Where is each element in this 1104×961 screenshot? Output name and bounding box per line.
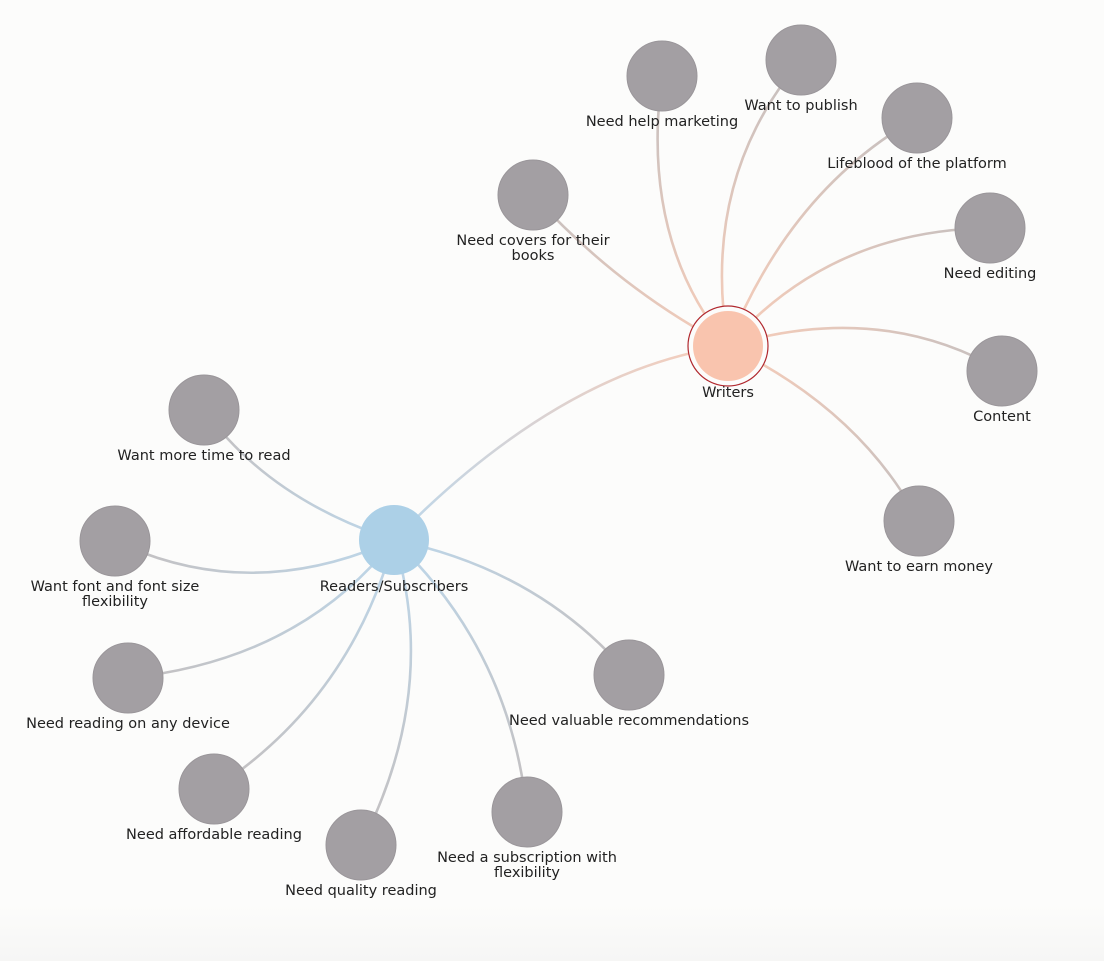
label-line: flexibility: [494, 865, 560, 881]
hub-node-readers[interactable]: [359, 505, 429, 575]
label-line: Need help marketing: [586, 114, 738, 130]
node-want-to-publish[interactable]: [765, 24, 837, 96]
node-label-content: Content: [973, 409, 1031, 425]
node-need-help-marketing[interactable]: [626, 40, 698, 112]
node-need-quality-reading[interactable]: [325, 809, 397, 881]
node-label-want-to-publish: Want to publish: [744, 98, 857, 114]
edge-writers-want-to-publish: [720, 59, 802, 347]
node-lifeblood-of-the-platform[interactable]: [881, 82, 953, 154]
label-line: Want to publish: [744, 98, 857, 114]
label-line: Need valuable recommendations: [509, 713, 749, 729]
label-line: books: [512, 248, 555, 264]
labels-layer: Need help marketing Want to publishLifebl…: [26, 98, 1036, 899]
node-label-need-help-marketing: Need help marketing: [586, 114, 738, 130]
edge-writers-lifeblood-of-the-platform: [726, 116, 918, 347]
node-want-more-time[interactable]: [168, 374, 240, 446]
hub-label-readers: Readers/Subscribers: [320, 579, 469, 595]
label-line: Need reading on any device: [26, 716, 230, 732]
node-need-reading-any-device[interactable]: [92, 642, 164, 714]
edge-readers-need-quality-reading: [359, 539, 413, 846]
hub-node-writers[interactable]: [693, 311, 763, 381]
edge-writers-content: [727, 326, 1003, 373]
label-line: Need editing: [944, 266, 1037, 282]
edge-readers-need-subscription-flexibility: [393, 539, 529, 813]
label-line: Lifeblood of the platform: [827, 156, 1007, 172]
edge-readers-need-valuable-recommendations: [393, 538, 630, 676]
label-line: Need quality reading: [285, 883, 437, 899]
node-want-font-flexibility[interactable]: [79, 505, 151, 577]
node-need-covers[interactable]: [497, 159, 569, 231]
hub-label-writers: Writers: [702, 385, 754, 401]
node-label-need-quality-reading: Need quality reading: [285, 883, 437, 899]
node-need-affordable-reading[interactable]: [178, 753, 250, 825]
label-line: Content: [973, 409, 1031, 425]
node-label-want-to-earn-money: Want to earn money: [845, 559, 993, 575]
node-label-lifeblood-of-the-platform: Lifeblood of the platform: [827, 156, 1007, 172]
node-need-subscription-flexibility[interactable]: [491, 776, 563, 848]
node-want-to-earn-money[interactable]: [883, 485, 955, 557]
node-need-editing[interactable]: [954, 192, 1026, 264]
label-line: flexibility: [82, 594, 148, 610]
node-need-valuable-recommendations[interactable]: [593, 639, 665, 711]
edge-readers-need-affordable-reading: [213, 539, 396, 791]
node-content[interactable]: [966, 335, 1038, 407]
edge-writers-readers: [393, 344, 729, 541]
label-line: Need a subscription with: [437, 850, 617, 866]
label-line: Want font and font size: [31, 579, 200, 595]
label-line: Need covers for their: [456, 233, 609, 249]
edge-readers-need-reading-any-device: [127, 539, 396, 680]
label-line: Want more time to read: [117, 448, 290, 464]
node-label-need-editing: Need editing: [944, 266, 1037, 282]
label-line: Want to earn money: [845, 559, 993, 575]
node-label-need-reading-any-device: Need reading on any device: [26, 716, 230, 732]
edge-readers-want-font-flexibility: [114, 538, 395, 575]
node-label-need-affordable-reading: Need affordable reading: [126, 827, 302, 843]
nodes-layer: [79, 24, 1038, 881]
node-label-want-more-time: Want more time to read: [117, 448, 290, 464]
label-line: Need affordable reading: [126, 827, 302, 843]
node-label-need-valuable-recommendations: Need valuable recommendations: [509, 713, 749, 729]
